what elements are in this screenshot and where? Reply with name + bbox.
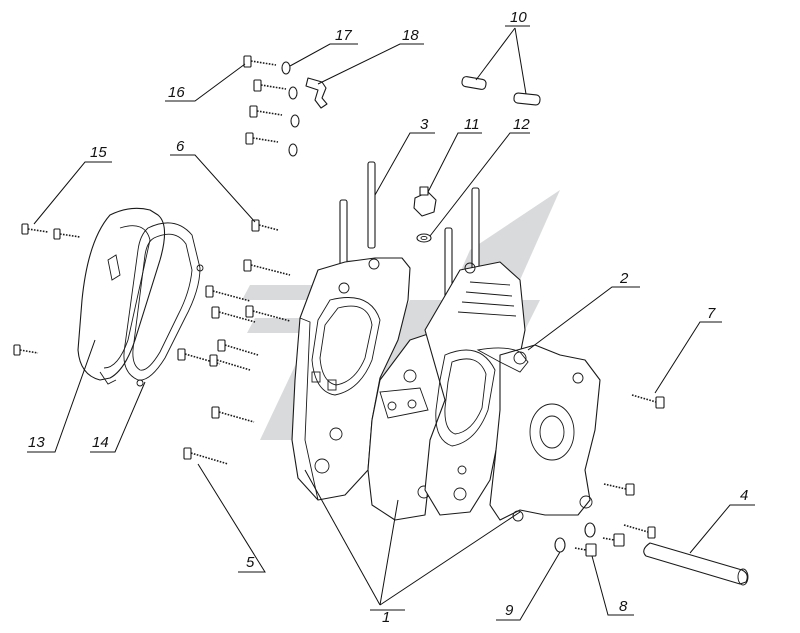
- part-18-bracket: [305, 77, 328, 109]
- part-14-gasket: [123, 222, 204, 387]
- part-4-shaft: [643, 542, 749, 586]
- callout-12: 12: [513, 116, 530, 133]
- callout-9: 9: [505, 602, 514, 619]
- callout-4: 4: [740, 487, 748, 504]
- callout-10: 10: [510, 9, 527, 26]
- part-15-screws: [13, 223, 81, 356]
- part-2-gasket: [476, 347, 529, 373]
- part-1-crankcase: [291, 257, 601, 522]
- callout-14: 14: [92, 434, 109, 451]
- callout-6: 6: [176, 138, 185, 155]
- callout-1: 1: [382, 609, 390, 626]
- callout-15: 15: [90, 144, 107, 161]
- part-12-washer: [416, 233, 432, 243]
- callout-8: 8: [619, 598, 628, 615]
- part-13-cover: [77, 207, 166, 385]
- part-8-nuts: [574, 533, 625, 557]
- callout-18: 18: [402, 27, 419, 44]
- callout-2: 2: [619, 270, 629, 287]
- callout-13: 13: [28, 434, 45, 451]
- callout-7: 7: [707, 305, 716, 322]
- part-7-bolts: [603, 394, 665, 539]
- part-16-bolts: [243, 55, 287, 145]
- part-10-dowels: [461, 76, 541, 106]
- part-11-fitting: [413, 186, 437, 217]
- callout-11: 11: [464, 116, 480, 133]
- callout-3: 3: [420, 116, 429, 133]
- part-6-bolts: [177, 219, 291, 423]
- callout-16: 16: [168, 84, 185, 101]
- callout-labels: 1 2 3 4 5 6 7 8 9 10 11 12 13 14 15 16 1…: [28, 9, 748, 626]
- callout-5: 5: [246, 554, 255, 571]
- callout-17: 17: [335, 27, 352, 44]
- part-17-washers: [281, 61, 300, 157]
- part-5-bolt: [183, 447, 229, 465]
- leader-lines: [27, 25, 755, 621]
